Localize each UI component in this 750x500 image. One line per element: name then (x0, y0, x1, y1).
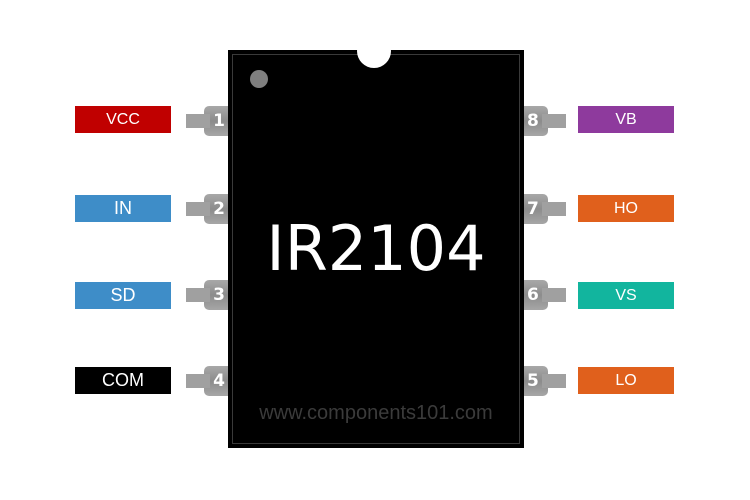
pin-label-com: COM (75, 367, 171, 394)
pin1-indicator-dot (250, 70, 268, 88)
pin-label-vcc: VCC (75, 106, 171, 133)
pin-4: 4 (186, 366, 228, 396)
pin-5: 5 (524, 366, 566, 396)
pin-label-in: IN (75, 195, 171, 222)
pin-label-lo: LO (578, 367, 674, 394)
pin-6: 6 (524, 280, 566, 310)
pin-label-vs: VS (578, 282, 674, 309)
pin-2: 2 (186, 194, 228, 224)
pin-label-vb: VB (578, 106, 674, 133)
pin-8: 8 (524, 106, 566, 136)
pin-3: 3 (186, 280, 228, 310)
pin-1: 1 (186, 106, 228, 136)
ic-package: IR2104 www.components101.com (228, 34, 524, 448)
watermark-text: www.components101.com (259, 402, 493, 424)
pin-label-ho: HO (578, 195, 674, 222)
orientation-notch (357, 34, 391, 68)
pin-label-sd: SD (75, 282, 171, 309)
pin-7: 7 (524, 194, 566, 224)
chip-part-number: IR2104 (266, 212, 486, 285)
